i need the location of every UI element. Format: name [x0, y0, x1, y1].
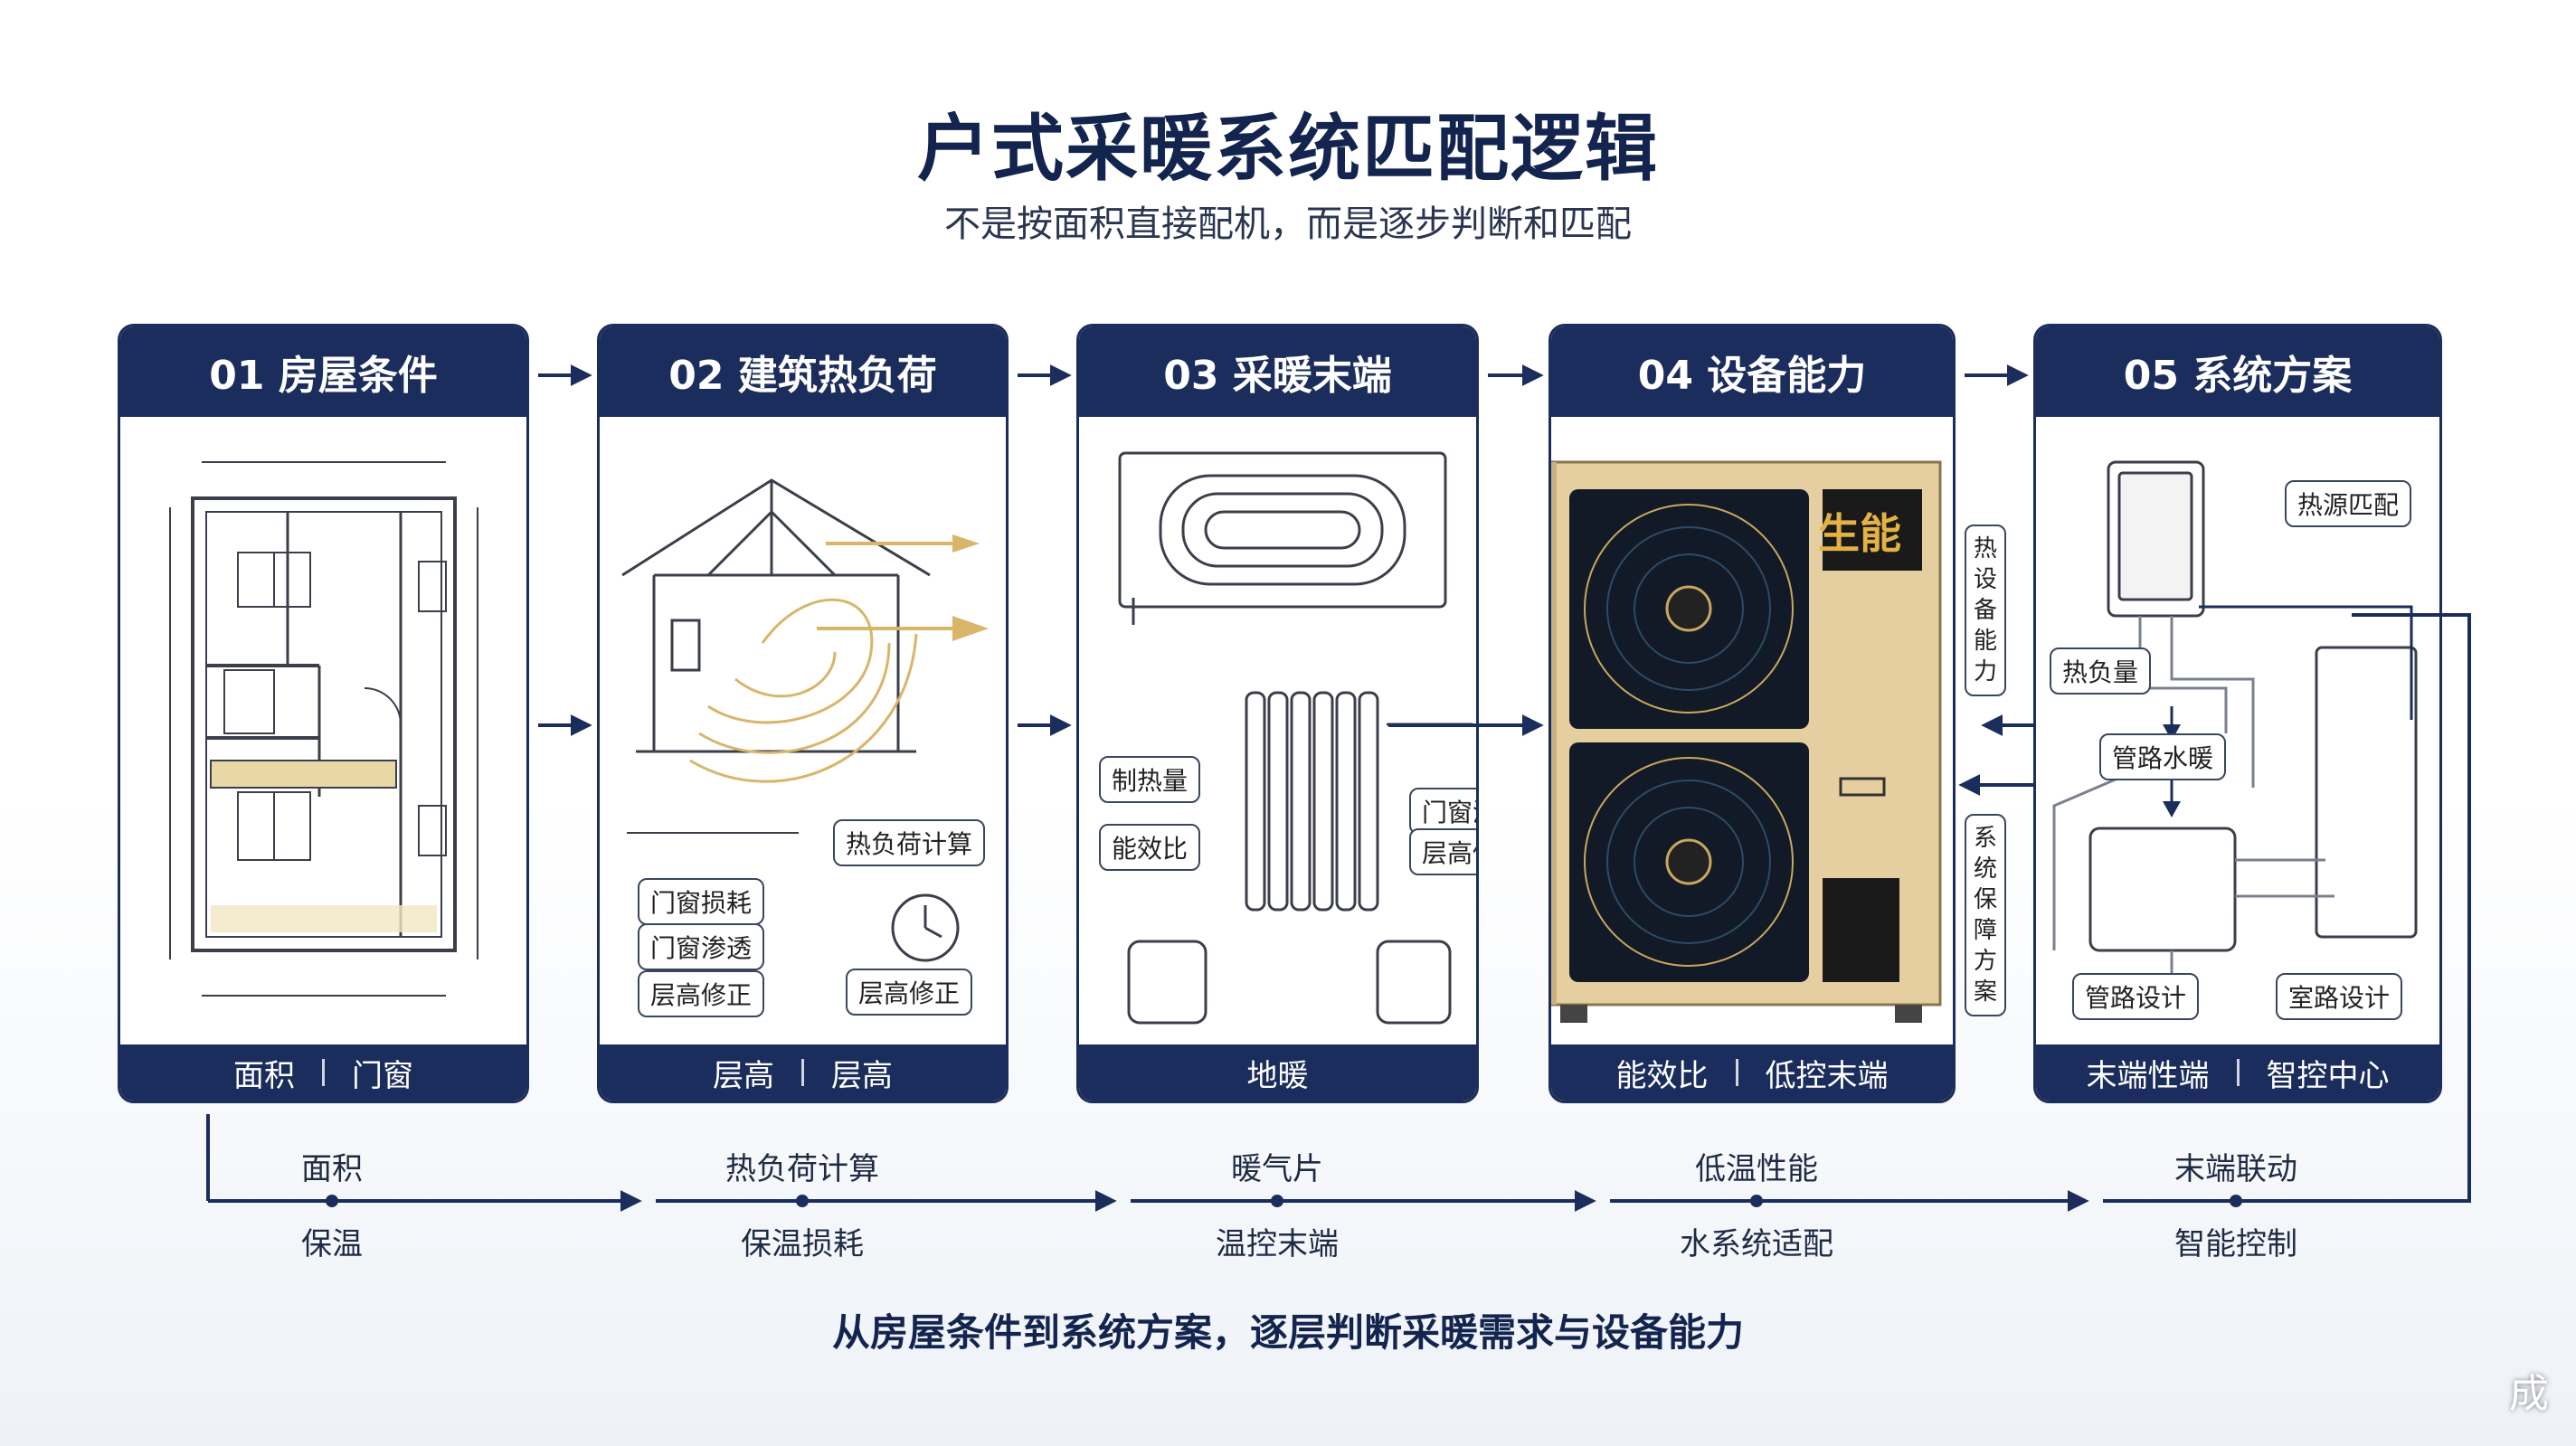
flow-label-top: 面积 [301, 1151, 363, 1187]
page-title: 户式采暖系统匹配逻辑 [917, 107, 1659, 191]
footer-divider [801, 1059, 804, 1086]
tag-heating-capacity: 制热量 [1099, 756, 1201, 803]
step-footer: 层高 层高 [600, 1044, 1006, 1101]
flow-dot [1271, 1195, 1283, 1207]
step-card-heat-load: 02 建筑热负荷 [597, 324, 1009, 1103]
heat-pump-unit-illustration: 生能 [1551, 417, 1953, 1047]
tag-window-loss: 门窗损耗 [638, 878, 765, 925]
tag-pipe-design: 管路设计 [2072, 973, 2200, 1020]
flow-dot [1750, 1195, 1763, 1207]
corner-mark: 成 [2509, 1371, 2549, 1417]
flow-label-top: 低温性能 [1695, 1151, 1818, 1187]
step-card-house: 01 房屋条件 [118, 324, 529, 1103]
side-label-system-plan: 系统保障方案 [1965, 814, 2006, 1016]
tag-room-design: 室路设计 [2276, 973, 2403, 1020]
floor-plan-illustration [120, 417, 526, 1047]
page-subtitle: 不是按面积直接配机，而是逐步判断和匹配 [944, 203, 1632, 245]
flow-dot [326, 1195, 338, 1207]
terminal-illustration: 制热量 能效比 门窗渗透 层高修正 [1079, 417, 1476, 1047]
footer-divider [1735, 1059, 1738, 1086]
footer-label: 地暖 [1246, 1057, 1309, 1094]
system-schematic-illustration: 热源匹配 热负量 管路水暖 管路设计 室路设计 [2036, 417, 2439, 1047]
summary-caption: 从房屋条件到系统方案，逐层判断采暖需求与设备能力 [831, 1310, 1744, 1355]
footer-label: 低控末端 [1765, 1057, 1889, 1094]
flow-label-bottom: 温控末端 [1216, 1226, 1339, 1262]
flow-label-bottom: 保温损耗 [741, 1226, 864, 1262]
tag-heat-load: 热负量 [2050, 647, 2152, 695]
step-card-terminal: 03 采暖末端 制热量 能效比 门窗渗透 [1076, 324, 1479, 1103]
footer-label: 末端性端 [2086, 1057, 2210, 1094]
tag-height-correction-2: 层高修正 [846, 969, 973, 1016]
flow-label-top: 末端联动 [2174, 1151, 2297, 1187]
step-footer: 能效比 低控末端 [1551, 1044, 1953, 1101]
step-footer: 末端性端 智控中心 [2036, 1044, 2439, 1101]
footer-label: 层高 [713, 1057, 774, 1094]
step-header: 03 采暖末端 [1079, 326, 1476, 417]
flow-label-bottom: 智能控制 [2174, 1226, 2297, 1262]
flow-label-bottom: 保温 [301, 1226, 363, 1262]
flow-label-bottom: 水系统适配 [1680, 1226, 1833, 1262]
step-card-equipment: 04 设备能力 生能 能效比 低控末端 [1548, 324, 1956, 1103]
footer-label: 面积 [233, 1057, 295, 1094]
tag-height-correction: 层高修正 [1409, 828, 1476, 875]
step-header: 04 设备能力 [1551, 326, 1953, 417]
footer-label: 层高 [831, 1057, 893, 1094]
tag-efficiency: 能效比 [1099, 824, 1201, 871]
tag-pipe-heating: 管路水暖 [2099, 733, 2227, 780]
tag-window-infiltration: 门窗渗透 [638, 923, 765, 970]
footer-label: 智控中心 [2266, 1057, 2390, 1094]
step-footer: 面积 门窗 [120, 1044, 526, 1101]
step-header: 02 建筑热负荷 [600, 326, 1006, 417]
side-label-equipment-capacity: 热设备能力 [1965, 525, 2006, 696]
footer-divider [322, 1059, 325, 1086]
flow-label-top: 热负荷计算 [725, 1151, 879, 1187]
flow-label-top: 暖气片 [1231, 1151, 1323, 1187]
footer-label: 门窗 [352, 1057, 413, 1094]
brand-logo: 生能 [1818, 509, 1901, 558]
step-card-system: 05 系统方案 热源匹配 热负量 管路水暖 [2033, 324, 2442, 1103]
step-header: 01 房屋条件 [120, 326, 526, 417]
tag-height-correction: 层高修正 [638, 970, 765, 1017]
tag-heat-load-calc: 热负荷计算 [833, 819, 986, 866]
flow-dot [796, 1195, 809, 1207]
flow-dot [2230, 1195, 2242, 1207]
step-footer: 地暖 [1079, 1044, 1476, 1101]
footer-divider [2236, 1059, 2240, 1086]
house-heat-illustration: 热负荷计算 门窗损耗 门窗渗透 层高修正 层高修正 [600, 417, 1006, 1047]
step-header: 05 系统方案 [2036, 326, 2439, 417]
tag-heat-source-match: 热源匹配 [2285, 480, 2412, 527]
footer-label: 能效比 [1615, 1057, 1709, 1094]
